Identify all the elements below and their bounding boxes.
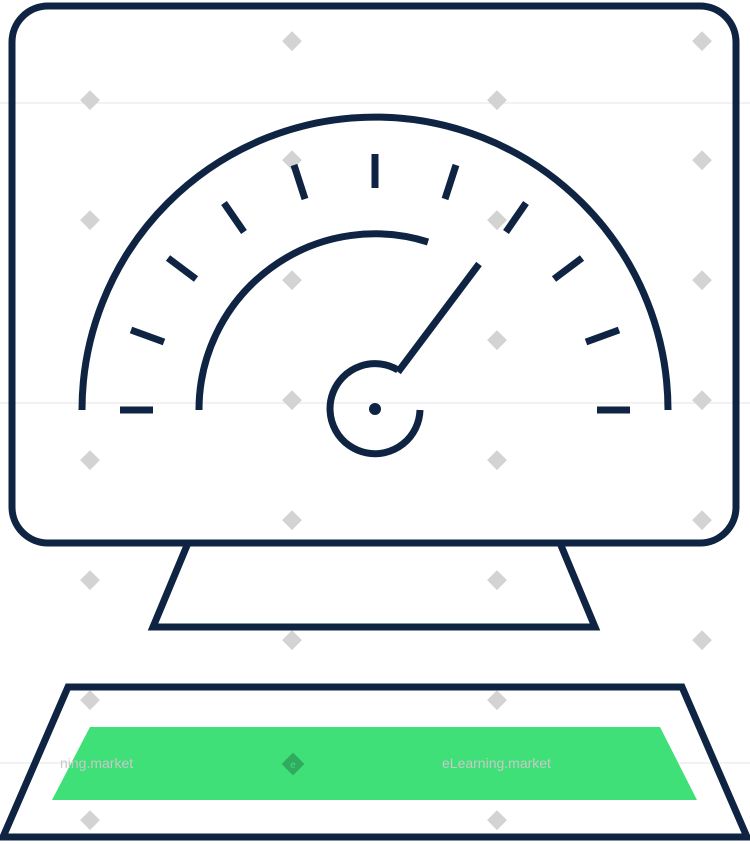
- monitor-stand: [147, 539, 601, 631]
- keyboard-outline: [0, 683, 750, 841]
- gauge-ticks: [120, 154, 630, 414]
- gauge-tick: [165, 255, 199, 282]
- gauge-tick: [584, 326, 621, 346]
- watermark-diamond-icon: [692, 630, 712, 651]
- watermark-diamond-icon: [80, 210, 100, 231]
- gauge-needle-hub: [326, 360, 424, 458]
- watermark-diamond-icon: [487, 810, 507, 831]
- gauge-outer-arc: [78, 113, 672, 411]
- watermark-diamond-icon: [692, 510, 712, 531]
- gauge-tick: [221, 201, 247, 234]
- watermark-diamond-icon: [487, 690, 507, 711]
- watermark-text-left: ning.market: [60, 755, 133, 771]
- watermark-diamond-icon: [80, 90, 100, 111]
- watermark-diamond-icon: [487, 450, 507, 471]
- gauge-tick: [290, 163, 309, 201]
- gauge-hub-dot: [369, 403, 381, 415]
- watermark-diamond-icon: [80, 690, 100, 711]
- watermark-diamond-icon: [282, 510, 302, 531]
- watermark-diamond-icon: [487, 330, 507, 351]
- keyboard-key-area: [52, 727, 697, 800]
- gauge-tick: [503, 201, 529, 234]
- gauge-tick: [441, 163, 460, 201]
- watermark-diamonds: [80, 31, 712, 831]
- monitor-screen-outline: [8, 2, 740, 547]
- gauge-tick: [129, 326, 166, 346]
- watermark-diamond-icon: [282, 31, 302, 52]
- watermark-diamond-icon: [692, 31, 712, 52]
- watermark-diamond-icon: [692, 150, 712, 171]
- watermark-diamond-icon: [487, 570, 507, 591]
- watermark-diamond-icon: [282, 630, 302, 651]
- watermark-diamond-icon: [282, 390, 302, 411]
- watermark-diamond-icon: [80, 570, 100, 591]
- watermark-text-right: eLearning.market: [442, 755, 551, 771]
- watermark-diamond-icon: [692, 390, 712, 411]
- watermark-diamond-icon: [487, 90, 507, 111]
- gauge-tick: [551, 255, 585, 282]
- gauge-needle-icon: [395, 261, 482, 375]
- watermark-grid: [0, 102, 750, 764]
- watermark-diamond-icon: [692, 270, 712, 291]
- gauge-inner-arc: [195, 230, 430, 411]
- watermark-logo-glyph: e: [290, 760, 296, 771]
- watermark-diamond-icon: [80, 810, 100, 831]
- watermark-diamond-icon: [282, 270, 302, 291]
- watermark-diamond-icon: [487, 210, 507, 231]
- watermark-diamond-icon: [80, 450, 100, 471]
